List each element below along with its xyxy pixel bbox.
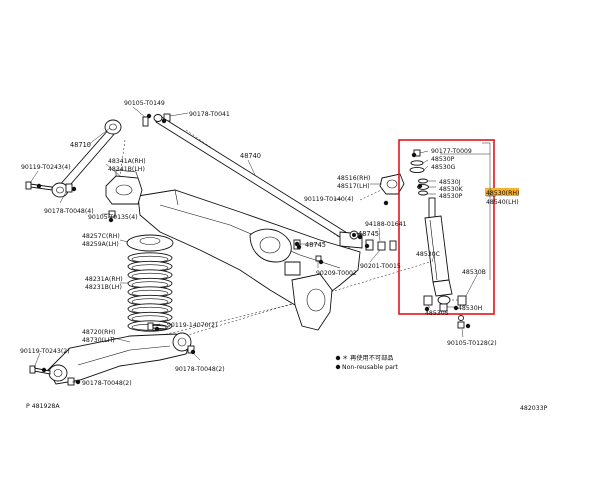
- label-48530p-lower[interactable]: 48530P: [439, 193, 463, 200]
- label-48745-right[interactable]: 48745: [358, 230, 379, 238]
- label-90178-t0048-2-right[interactable]: 90178-T0048(2): [175, 366, 225, 373]
- label-48516[interactable]: 48516(RH): [337, 175, 370, 182]
- part-number-highlight-tag: [485, 188, 519, 196]
- label-48530p-upper[interactable]: 48530P: [431, 156, 455, 163]
- label-90178-t0048-4[interactable]: 90178-T0048(4): [44, 208, 94, 215]
- label-90119-t0243-4[interactable]: 90119-T0243(4): [21, 164, 71, 171]
- nut-90209-t0002[interactable]: [315, 255, 322, 262]
- spring-insulator-48257c[interactable]: [126, 234, 174, 252]
- label-48530g[interactable]: 48530G: [431, 164, 456, 171]
- lower-control-arm-48720[interactable]: [47, 332, 192, 385]
- bushing-48745-left[interactable]: [293, 239, 301, 250]
- legend: ＊ 再使用不可部品 Non-reusable part: [335, 354, 398, 371]
- bump-stopper-48341[interactable]: [105, 169, 143, 205]
- bolt-90119-t0243-lower[interactable]: [29, 365, 51, 375]
- label-48517[interactable]: 48517(LH): [337, 183, 370, 190]
- lateral-rod-48740[interactable]: [153, 114, 363, 249]
- label-90105-t0149[interactable]: 90105-T0149: [124, 100, 165, 107]
- label-48530b[interactable]: 48530B: [462, 269, 486, 276]
- legend-line-en: Non-reusable part: [342, 364, 398, 371]
- label-48710[interactable]: 48710: [70, 141, 91, 149]
- nut-90178-t0048-lower-left[interactable]: [67, 377, 75, 386]
- bolt-90105-t0149[interactable]: [142, 116, 149, 127]
- label-48530c[interactable]: 48530C: [416, 251, 440, 258]
- label-48259a[interactable]: 48259A(LH): [82, 241, 119, 248]
- label-48730[interactable]: 48730(LH): [82, 337, 115, 344]
- label-90105-t0128-2[interactable]: 90105-T0128(2): [447, 340, 497, 347]
- shock-absorber-highlight-box: [398, 139, 495, 315]
- label-48530j[interactable]: 48530J: [439, 179, 461, 186]
- leader-lines: [29, 106, 496, 383]
- label-48341b[interactable]: 48341B(LH): [108, 166, 145, 173]
- coil-spring-48231[interactable]: [127, 252, 173, 332]
- label-90177-t0009[interactable]: 90177-T0009: [431, 148, 472, 155]
- label-48720[interactable]: 48720(RH): [82, 329, 115, 336]
- label-90105-t0135-4[interactable]: 90105-T0135(4): [88, 214, 138, 221]
- label-48231a[interactable]: 48231A(RH): [85, 276, 123, 283]
- label-90119-t0243-2[interactable]: 90119-T0243(2): [20, 348, 70, 355]
- label-48341a[interactable]: 48341A(RH): [108, 158, 146, 165]
- label-48231b[interactable]: 48231B(LH): [85, 284, 122, 291]
- label-48530k[interactable]: 48530K: [439, 186, 464, 193]
- non-reusable-markers: [36, 113, 471, 385]
- shock-absorber-48530[interactable]: [409, 149, 467, 329]
- footer-right-id: 482033P: [520, 405, 548, 412]
- label-90201-t0015[interactable]: 90201-T0015: [360, 263, 401, 270]
- footer-left-id: P 481928A: [26, 403, 60, 410]
- label-48745-left[interactable]: 48745: [305, 241, 326, 249]
- nut-90178-t0048-lower-right[interactable]: [187, 345, 195, 354]
- washer-94188-01641[interactable]: [365, 239, 397, 251]
- part-labels: 90105-T0149 90178-T0041 48710 48740 9011…: [20, 100, 519, 387]
- label-94188-01641[interactable]: 94188-01641: [365, 221, 407, 228]
- label-90178-t0041[interactable]: 90178-T0041: [189, 111, 230, 118]
- label-48257c[interactable]: 48257C(RH): [82, 233, 120, 240]
- bolt-90119-t0243-upper[interactable]: [25, 181, 53, 191]
- label-90209-t0002[interactable]: 90209-T0002: [316, 270, 357, 277]
- nut-90178-t0048-upper[interactable]: [65, 183, 73, 193]
- label-90178-t0048-2-left[interactable]: 90178-T0048(2): [82, 380, 132, 387]
- label-48530-rh[interactable]: 48530(RH): [486, 190, 519, 197]
- bushing-48745-right[interactable]: [349, 230, 359, 240]
- label-90119-14070-2[interactable]: 90119-14070(2): [167, 322, 217, 329]
- label-90119-t0140-4[interactable]: 90119-T0140(4): [304, 196, 354, 203]
- label-48530s[interactable]: 48530S: [425, 310, 449, 317]
- legend-line-jp: ＊ 再使用不可部品: [342, 354, 393, 362]
- shock-bracket-48516[interactable]: [379, 173, 405, 195]
- label-48540-lh[interactable]: 48540(LH): [486, 199, 519, 206]
- label-48530h[interactable]: 48530H: [458, 305, 483, 312]
- label-48740[interactable]: 48740: [240, 152, 261, 160]
